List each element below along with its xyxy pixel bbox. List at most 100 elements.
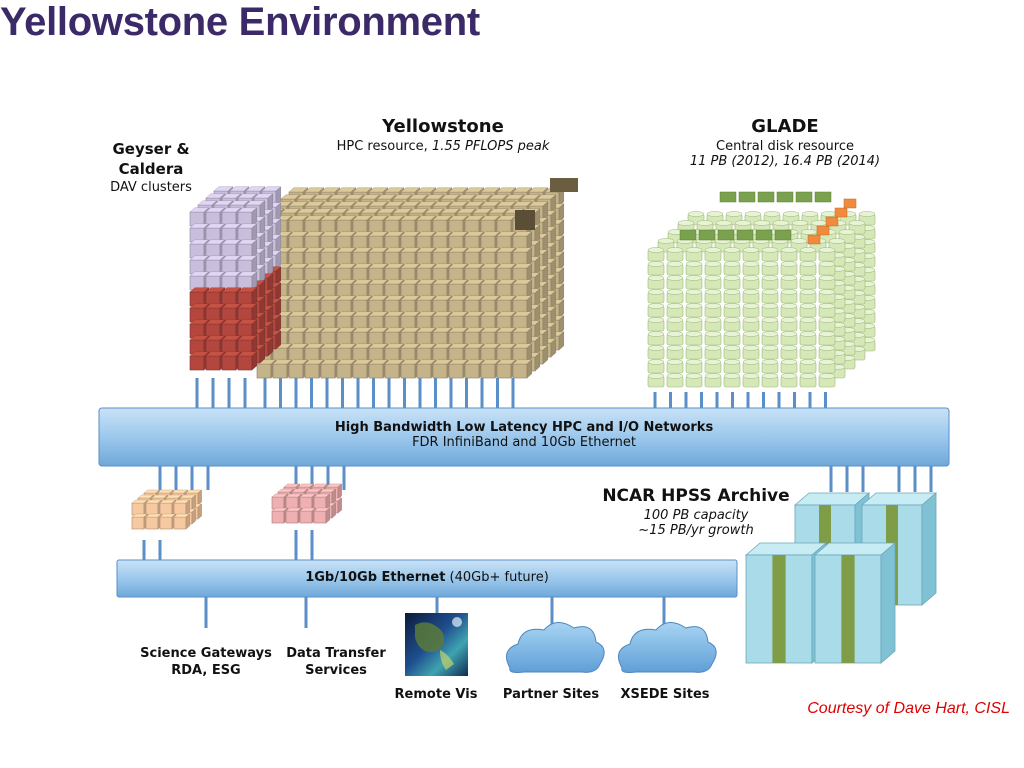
node-cube-side (251, 223, 257, 243)
node-cube-side (526, 263, 532, 283)
node-cube-side (534, 320, 540, 340)
node-cube-side (526, 311, 532, 331)
node-cube-side (337, 497, 342, 514)
node-cube-side (191, 494, 196, 511)
disk-top (780, 261, 798, 267)
disk-accent-orange (825, 216, 839, 227)
node-cube-side (267, 209, 273, 229)
disk-top (799, 275, 817, 281)
partner-sites-cloud (505, 622, 605, 673)
node-cube-side (251, 319, 257, 339)
node-cube-side (191, 508, 196, 525)
disk-top (723, 289, 741, 295)
disk-top (799, 317, 817, 323)
node-cube-side (550, 338, 556, 358)
node-cube-side (526, 359, 532, 379)
node-cube (416, 363, 432, 379)
disk-top (723, 317, 741, 323)
node-cube (432, 363, 448, 379)
node-cube-side (526, 295, 532, 315)
node-cube-side (325, 507, 330, 524)
node-cube (131, 502, 145, 516)
node-cube (464, 363, 480, 379)
node-cube-side (259, 248, 265, 268)
node-cube-side (259, 200, 265, 220)
disk-top (799, 289, 817, 295)
node-cube (336, 363, 352, 379)
data-transfer-line2: Services (305, 663, 367, 678)
disk-top (734, 220, 752, 226)
node-cube-side (550, 322, 556, 342)
node-cube-side (259, 264, 265, 284)
disk-top (723, 303, 741, 309)
xsede-sites-cloud (617, 622, 717, 673)
node-cube-side (534, 240, 540, 260)
node-cube-side (542, 345, 548, 365)
hpss-name: NCAR HPSS Archive (602, 486, 790, 506)
node-cube (480, 363, 496, 379)
disk-top (647, 317, 665, 323)
node-cube-side (275, 330, 281, 350)
node-cube (145, 516, 159, 530)
node-cube-side (534, 304, 540, 324)
ethernet-bar (116, 559, 738, 598)
disk-top (723, 275, 741, 281)
hpc-network-label: High Bandwidth Low Latency HPC and I/O N… (99, 420, 949, 450)
disk-top (666, 345, 684, 351)
disk-top (666, 331, 684, 337)
disk-top (799, 303, 817, 309)
node-cube-side (197, 503, 202, 520)
disk-top (818, 261, 836, 267)
hpss-label: NCAR HPSS Archive 100 PB capacity ~15 PB… (596, 486, 796, 538)
disk-top (790, 238, 808, 244)
yellowstone-supercomputer (256, 178, 578, 379)
disk-top (666, 317, 684, 323)
disk-top (780, 373, 798, 379)
science-gateways-line2: RDA, ESG (171, 663, 241, 678)
node-cube (173, 516, 187, 530)
disk-top (685, 289, 703, 295)
disk-top (780, 345, 798, 351)
node-cube-side (534, 352, 540, 372)
node-cube-side (267, 337, 273, 357)
disk-top (704, 247, 722, 253)
node-cube-side (275, 234, 281, 254)
node-cube-side (267, 193, 273, 213)
glade-label: GLADE Central disk resource 11 PB (2012)… (670, 116, 900, 169)
hpss-capacity: 100 PB capacity (643, 508, 749, 523)
disk-top (723, 345, 741, 351)
disk-top (685, 275, 703, 281)
node-cube-side (259, 280, 265, 300)
xsede-sites-label: XSEDE Sites (620, 687, 710, 702)
node-cube-side (534, 256, 540, 276)
node-cube-side (542, 297, 548, 317)
node-cube-side (558, 203, 564, 223)
node-cube (131, 516, 145, 530)
disk-top (704, 303, 722, 309)
node-cube-side (550, 258, 556, 278)
node-cube-side (259, 312, 265, 332)
disk-accent-orange (807, 234, 821, 245)
disk-top (818, 317, 836, 323)
disk-top (647, 247, 665, 253)
node-cube-side (558, 251, 564, 271)
disk-accent (776, 191, 794, 203)
disk-top (848, 220, 866, 226)
node-cube (496, 363, 512, 379)
disk-top (704, 359, 722, 365)
node-cube-side (550, 274, 556, 294)
node-cube-side (275, 250, 281, 270)
node-cube (159, 516, 173, 530)
glade-disk-array (647, 191, 876, 388)
disk-top (647, 303, 665, 309)
disk-top (742, 317, 760, 323)
node-cube-side (275, 282, 281, 302)
disk-top (647, 373, 665, 379)
disk-top (685, 261, 703, 267)
node-cube-side (526, 231, 532, 251)
data-transfer-label: Data Transfer Services (276, 645, 396, 679)
disk-top (799, 331, 817, 337)
tape-side (921, 492, 937, 606)
disk-top (742, 373, 760, 379)
disk-top (657, 238, 675, 244)
